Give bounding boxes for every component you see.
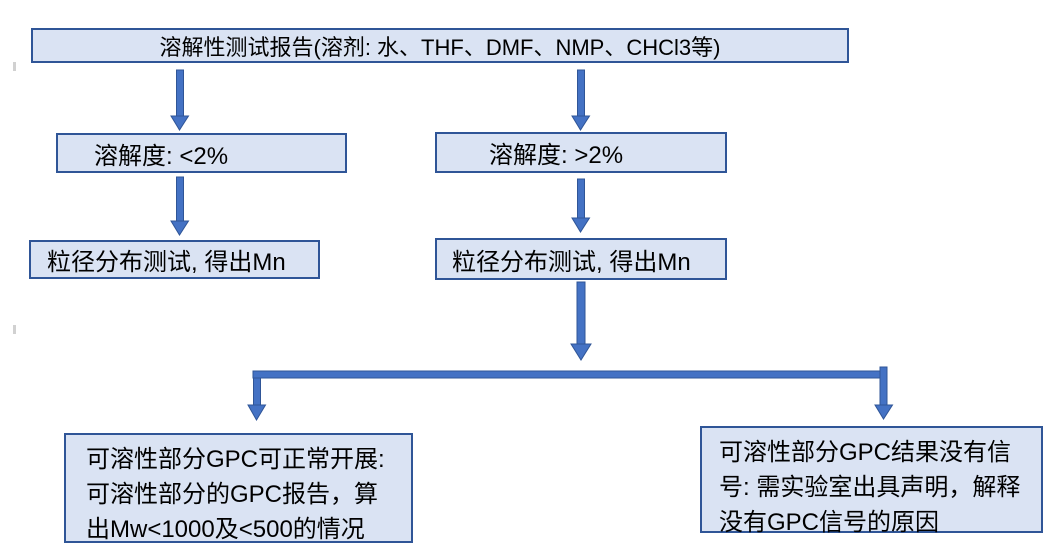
node-gpc-no-signal: 可溶性部分GPC结果没有信 号: 需实验室出具声明，解释 没有GPC信号的原因: [700, 426, 1043, 536]
node-solubility-below-2pct: 溶解度: <2%: [56, 133, 347, 173]
node-label: 可溶性部分GPC可正常开展: 可溶性部分的GPC报告，算 出Mw<1000及<5…: [86, 446, 385, 543]
node-label: 粒径分布测试, 得出Mn: [47, 249, 286, 276]
node-particle-size-test-left: 粒径分布测试, 得出Mn: [29, 240, 320, 279]
stray-mark: [13, 62, 16, 71]
node-gpc-normal-result: 可溶性部分GPC可正常开展: 可溶性部分的GPC报告，算 出Mw<1000及<5…: [64, 433, 413, 543]
node-label: 粒径分布测试, 得出Mn: [452, 248, 691, 276]
arrow-title-to-sol-high: [571, 69, 591, 131]
split-connector: [247, 366, 894, 421]
node-label: 溶解性测试报告(溶剂: 水、THF、DMF、NMP、CHCl3等): [159, 34, 721, 60]
arrow-psd-to-split: [570, 281, 592, 361]
node-solubility-above-2pct: 溶解度: >2%: [435, 132, 727, 173]
stray-mark: [13, 325, 16, 334]
arrow-sol-high-to-psd: [571, 178, 591, 233]
arrow-sol-low-to-psd: [170, 176, 190, 236]
node-particle-size-test-right: 粒径分布测试, 得出Mn: [435, 238, 727, 280]
node-label: 溶解度: <2%: [94, 142, 229, 170]
node-label: 溶解度: >2%: [489, 142, 624, 169]
node-label: 可溶性部分GPC结果没有信 号: 需实验室出具声明，解释 没有GPC信号的原因: [719, 439, 1021, 536]
node-solubility-test-report: 溶解性测试报告(溶剂: 水、THF、DMF、NMP、CHCl3等): [31, 28, 849, 63]
arrow-title-to-sol-low: [170, 69, 190, 131]
